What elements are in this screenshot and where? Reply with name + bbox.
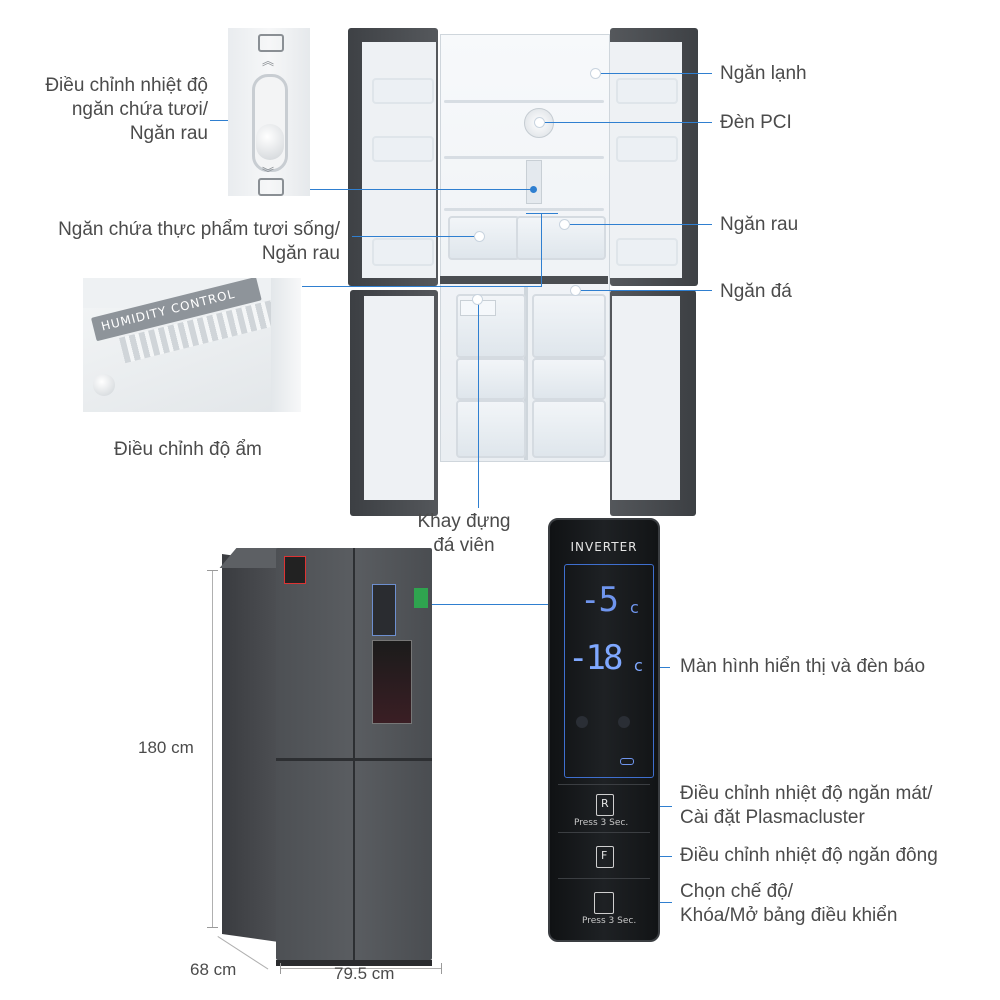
fridge-side <box>222 554 276 942</box>
r-button[interactable]: R <box>596 794 614 816</box>
vegetable-icon <box>258 178 284 196</box>
fridge-temp-readout: -5 <box>580 580 619 620</box>
label-freezer-compartment: Ngăn đá <box>720 281 792 302</box>
fridge-temp-unit: c <box>630 598 639 617</box>
label-ice-tray: Khay đựng đá viên <box>417 511 511 556</box>
label-mode-lock: Chọn chế độ/ Khóa/Mở bảng điều khiển <box>680 881 898 926</box>
r-press-label: Press 3 Sec. <box>574 818 629 828</box>
width-label: 79.5 cm <box>334 964 395 983</box>
label-fresh-food-compartment: Ngăn chứa thực phẩm tươi sống/ Ngăn rau <box>58 219 340 264</box>
width-dimension-line <box>280 968 442 969</box>
label-humidity-adjust: Điều chỉnh độ ẩm <box>114 439 262 460</box>
humidity-inset: HUMIDITY CONTROL <box>83 278 301 412</box>
control-panel: INVERTER -5 c -18 c R Press 3 Sec. F Pre… <box>548 518 660 942</box>
depth-label: 68 cm <box>190 960 237 979</box>
product-sticker <box>372 640 412 724</box>
freezer-temp-unit: c <box>634 656 643 675</box>
door-display <box>372 584 396 636</box>
energy-badge <box>284 556 306 584</box>
inverter-label: INVERTER <box>570 540 638 554</box>
humidity-slider-knob <box>93 374 115 396</box>
label-fridge-compartment: Ngăn lạnh <box>720 63 807 84</box>
chevron-up-icon: ︽ <box>262 54 275 68</box>
cold-icon <box>258 34 284 52</box>
display-box <box>564 564 654 778</box>
snowflake-icon <box>576 716 588 728</box>
freezer-temp-readout: -18 <box>568 638 623 678</box>
lock-press-label: Press 3 Sec. <box>582 916 637 926</box>
height-label: 180 cm <box>138 738 194 757</box>
slider-knob <box>256 124 284 160</box>
height-dimension-line <box>212 570 213 928</box>
label-pci-light: Đèn PCI <box>720 112 792 133</box>
label-vegetable-compartment: Ngăn rau <box>720 214 799 235</box>
f-button[interactable]: F <box>596 846 614 868</box>
plasma-icon <box>618 716 630 728</box>
label-cool-temp-adjust: Điều chỉnh nhiệt độ ngăn mát/ Cài đặt Pl… <box>680 783 933 828</box>
label-display-screen: Màn hình hiển thị và đèn báo <box>680 656 926 677</box>
open-fridge <box>348 28 698 516</box>
label-fresh-temp-adjust: Điều chỉnh nhiệt độ ngăn chứa tươi/ Ngăn… <box>45 75 208 144</box>
label-freezer-temp-adjust: Điều chỉnh nhiệt độ ngăn đông <box>680 845 938 866</box>
mode-button[interactable] <box>594 892 614 914</box>
chevron-down-icon: ︾ <box>262 166 275 180</box>
key-icon <box>620 758 634 765</box>
temp-slider-inset: ︽ ︾ <box>228 28 310 196</box>
closed-fridge <box>219 540 442 970</box>
